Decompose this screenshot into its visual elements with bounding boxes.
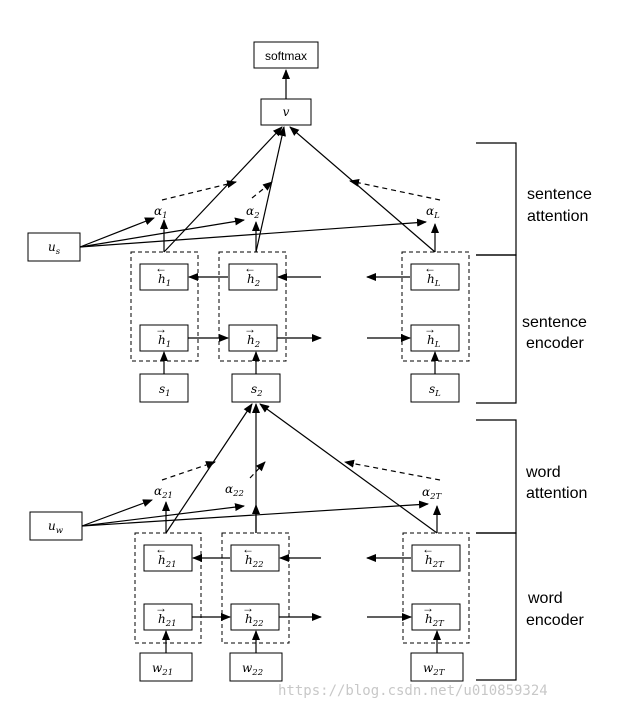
word-input-2T: w2T bbox=[410, 652, 464, 682]
sentence-input-L: sL bbox=[410, 373, 460, 403]
svg-text:uw: uw bbox=[48, 519, 64, 536]
v-label: v bbox=[283, 105, 290, 119]
sentence-alpha-1: α1 bbox=[154, 204, 168, 221]
svg-text:w22: w22 bbox=[242, 661, 263, 678]
svg-text:sL: sL bbox=[429, 382, 441, 399]
svg-text:w2T: w2T bbox=[423, 661, 446, 678]
sentence-attention-bracket bbox=[476, 142, 517, 256]
alpha2-to-v-dashed-arrow bbox=[251, 181, 273, 199]
us-to-alpha1-arrow bbox=[79, 217, 155, 248]
svg-text:h2T: h2T bbox=[425, 553, 445, 570]
left-arrow-accent: ← bbox=[244, 261, 256, 275]
sentence-attention-label-line1: sentence bbox=[527, 186, 592, 203]
svg-text:h2: h2 bbox=[247, 272, 260, 289]
word-backward-state-2T: h2T ← bbox=[411, 542, 461, 572]
alphaL-to-v-dashed-arrow bbox=[349, 178, 441, 201]
sentence-input-1: s1 bbox=[139, 373, 189, 403]
right-arrow-accent: → bbox=[422, 601, 434, 615]
svg-text:hL: hL bbox=[427, 333, 441, 350]
sentence-attention-label-line2: attention bbox=[527, 208, 588, 225]
sentence-forward-state-L: hL → bbox=[410, 322, 460, 352]
word-backward-state-22: h22 ← bbox=[230, 542, 280, 572]
word-forward-state-21: h21 → bbox=[143, 601, 193, 631]
svg-text:h21: h21 bbox=[158, 612, 177, 629]
right-arrow-accent: → bbox=[242, 601, 254, 615]
sentence-backward-state-L: hL ← bbox=[410, 261, 460, 291]
word-input-21: w21 bbox=[139, 652, 193, 682]
svg-text:h22: h22 bbox=[245, 612, 264, 629]
right-arrow-accent: → bbox=[155, 601, 167, 615]
h2T-to-s2-arrow bbox=[259, 403, 438, 534]
word-attention-label-line1: word bbox=[525, 464, 561, 481]
sentence-group-2 bbox=[218, 251, 287, 362]
word-group-2T bbox=[402, 532, 470, 644]
word-attention-bracket bbox=[476, 419, 517, 534]
sentence-backward-state-2: h2 ← bbox=[228, 261, 278, 291]
word-alpha-22: α22 bbox=[225, 482, 244, 499]
left-arrow-accent: ← bbox=[424, 261, 436, 275]
word-forward-state-22: h22 → bbox=[230, 601, 280, 631]
svg-text:h1: h1 bbox=[158, 272, 171, 289]
sentence-backward-state-1: h1 ← bbox=[139, 261, 189, 291]
right-arrow-accent: → bbox=[424, 322, 436, 336]
alpha21-to-s2-dashed-arrow bbox=[161, 461, 216, 481]
sentence-alpha-2: α2 bbox=[246, 204, 260, 221]
sentence-group-L bbox=[401, 251, 470, 362]
h1-to-v-arrow bbox=[163, 126, 283, 253]
uw-to-alpha21-arrow bbox=[81, 499, 153, 527]
svg-text:hL: hL bbox=[427, 272, 441, 289]
sentence-encoder-bracket bbox=[476, 254, 517, 404]
word-backward-state-21: h21 ← bbox=[143, 542, 193, 572]
h21-to-s2-arrow bbox=[165, 403, 253, 534]
uw-to-alpha2T-arrow bbox=[81, 500, 429, 527]
sentence-input-2: s2 bbox=[231, 373, 281, 403]
sentence-context-vector: us bbox=[27, 232, 81, 262]
word-forward-state-2T: h2T → bbox=[411, 601, 461, 631]
sentence-encoder-label-line1: sentence bbox=[522, 314, 587, 331]
alpha2T-to-s2-dashed-arrow bbox=[344, 459, 441, 481]
svg-text:h21: h21 bbox=[158, 553, 177, 570]
word-context-vector: uw bbox=[29, 511, 83, 541]
alpha1-to-v-dashed-arrow bbox=[161, 180, 237, 201]
watermark-text: https://blog.csdn.net/u010859324 bbox=[278, 683, 548, 699]
svg-text:h2: h2 bbox=[247, 333, 260, 350]
svg-text:h22: h22 bbox=[245, 553, 264, 570]
right-arrow-accent: → bbox=[244, 322, 256, 336]
svg-text:h2T: h2T bbox=[425, 612, 445, 629]
svg-text:s2: s2 bbox=[251, 382, 263, 399]
h2-to-v-arrow bbox=[255, 126, 286, 253]
left-arrow-accent: ← bbox=[155, 542, 167, 556]
word-encoder-label-line1: word bbox=[527, 590, 563, 607]
left-arrow-accent: ← bbox=[422, 542, 434, 556]
left-arrow-accent: ← bbox=[242, 542, 254, 556]
word-alpha-21: α21 bbox=[154, 484, 173, 501]
sentence-encoder-label-line2: encoder bbox=[526, 335, 584, 352]
word-alpha-2T: α2T bbox=[422, 485, 443, 502]
alpha22-to-s2-dashed-arrow bbox=[249, 461, 266, 479]
right-arrow-accent: → bbox=[155, 322, 167, 336]
word-group-21 bbox=[134, 532, 202, 644]
sentence-forward-state-2: h2 → bbox=[228, 322, 278, 352]
sentence-forward-state-1: h1 → bbox=[139, 322, 189, 352]
softmax-label: softmax bbox=[265, 49, 307, 63]
us-to-alphaL-arrow bbox=[79, 218, 427, 248]
svg-text:w21: w21 bbox=[152, 661, 173, 678]
svg-text:h1: h1 bbox=[158, 333, 171, 350]
sentence-group-1 bbox=[130, 251, 199, 362]
hL-to-v-arrow bbox=[289, 126, 436, 253]
us-to-alpha2-arrow bbox=[79, 217, 245, 248]
svg-text:s1: s1 bbox=[159, 382, 171, 399]
svg-text:us: us bbox=[48, 240, 61, 257]
left-arrow-accent: ← bbox=[155, 261, 167, 275]
word-encoder-label-line2: encoder bbox=[526, 612, 584, 629]
softmax-node: softmax bbox=[253, 41, 319, 69]
v-node: v bbox=[260, 98, 312, 126]
word-input-22: w22 bbox=[229, 652, 283, 682]
sentence-alpha-L: αL bbox=[426, 204, 440, 221]
word-encoder-bracket bbox=[476, 532, 517, 681]
uw-to-alpha22-arrow bbox=[81, 503, 245, 527]
word-attention-label-line2: attention bbox=[526, 485, 587, 502]
